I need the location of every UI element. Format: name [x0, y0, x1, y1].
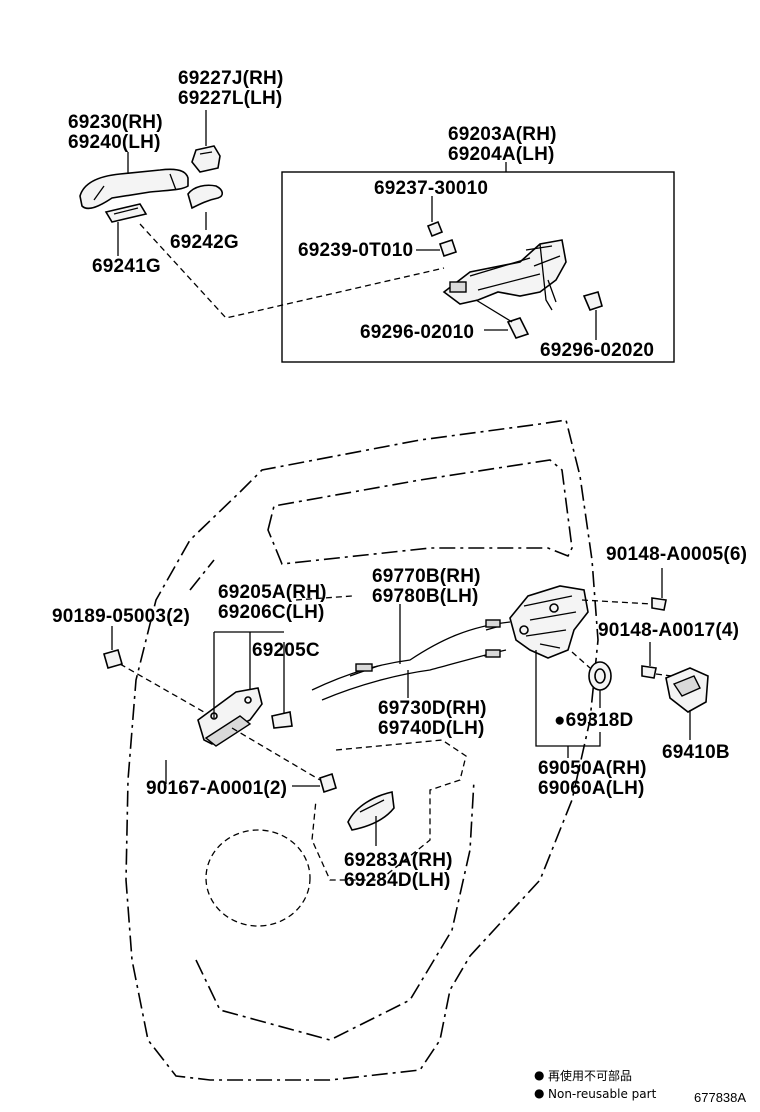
label-69730: 69740D(LH) [378, 718, 485, 739]
diagram-code: 677838A [694, 1090, 746, 1105]
lock-control-assembly [416, 196, 603, 340]
handle-gasket-icon [104, 203, 148, 223]
assembly-box [281, 171, 675, 363]
label-69205: 69205A(RH) [218, 582, 327, 603]
clip-icon [426, 220, 444, 238]
label-69227: 69227L(LH) [178, 88, 282, 109]
label-69730: 69730D(RH) [378, 698, 487, 719]
legend: ● 再使用不可部品 ● Non-reusable part [534, 1068, 657, 1101]
label-69318: ●69318D [554, 710, 633, 731]
label-90148-a: 90148-A0005(6) [606, 544, 747, 565]
clip-icon [438, 238, 458, 258]
screw-icon [651, 597, 667, 611]
label-69237: 69237-30010 [374, 178, 488, 199]
legend-en: Non-reusable part [548, 1087, 657, 1101]
label-69242: 69242G [170, 232, 239, 253]
label-69410: 69410B [662, 742, 730, 763]
screw-icon [319, 772, 337, 794]
bolt-icon [582, 291, 603, 311]
screw-icon [271, 711, 293, 729]
pull-handle-group [347, 791, 395, 846]
label-90167: 90167-A0001(2) [146, 778, 287, 799]
label-69203: 69204A(LH) [448, 144, 555, 165]
label-90189: 90189-05003(2) [52, 606, 190, 627]
outside-handle-group [79, 110, 445, 319]
label-90148-b: 90148-A0017(4) [598, 620, 739, 641]
handle-pad-icon [187, 184, 224, 210]
label-69283: 69283A(RH) [344, 850, 453, 871]
bolt-icon [506, 317, 530, 339]
label-69770: 69780B(LH) [372, 586, 479, 607]
door-panel [125, 419, 599, 1081]
handle-cover-icon [191, 145, 221, 173]
label-69296-b: 69296-02020 [540, 340, 654, 361]
inside-handle-group [103, 595, 353, 794]
label-69050: 69050A(RH) [538, 758, 647, 779]
label-69230: 69240(LH) [68, 132, 161, 153]
label-69227: 69227J(RH) [178, 68, 284, 89]
label-69241: 69241G [92, 256, 161, 277]
speaker-opening-icon [205, 829, 311, 927]
clip-icon [103, 649, 123, 669]
door-panel-outline-icon [125, 419, 599, 1081]
door-lock-group [509, 568, 673, 758]
label-69283: 69284D(LH) [344, 870, 451, 891]
pull-handle-icon [347, 791, 395, 831]
legend-bullet: ● [534, 1068, 544, 1082]
label-69296-a: 69296-02010 [360, 322, 474, 343]
label-69050: 69060A(LH) [538, 778, 645, 799]
cable-icon [321, 649, 507, 701]
door-lock-icon [509, 585, 589, 659]
legend-bullet: ● [534, 1086, 544, 1100]
striker-group [665, 667, 709, 740]
lock-control-icon [442, 239, 567, 305]
label-69239: 69239-0T010 [298, 240, 413, 261]
legend-jp: 再使用不可部品 [548, 1068, 632, 1083]
cable-group [311, 604, 511, 701]
label-69205c: 69205C [252, 640, 320, 661]
screw-icon [641, 665, 657, 679]
label-69205: 69206C(LH) [218, 602, 325, 623]
label-69230: 69230(RH) [68, 112, 163, 133]
outside-handle-icon [79, 168, 189, 210]
label-69203: 69203A(RH) [448, 124, 557, 145]
cable-icon [311, 621, 511, 691]
label-69770: 69770B(RH) [372, 566, 481, 587]
